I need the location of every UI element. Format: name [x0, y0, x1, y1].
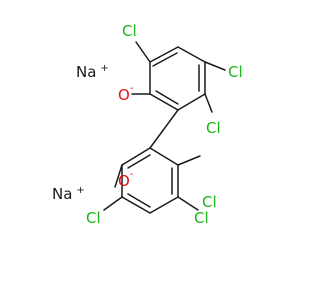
molecule-diagram: Cl Cl Cl O- Na+ O- Na+ Cl Cl Cl — [52, 22, 243, 227]
lower-ring — [121, 147, 179, 214]
oxygen-label-top: O- — [118, 83, 134, 104]
upper-substituents — [131, 41, 226, 149]
chlorine-label-b1: Cl — [202, 193, 217, 211]
chlorine-label-b3: Cl — [194, 209, 209, 227]
sodium-label-bottom: Na+ — [52, 185, 85, 203]
chlorine-label-mid: Cl — [206, 119, 221, 137]
upper-ring — [149, 46, 206, 111]
lower-substituents — [103, 155, 201, 211]
structure-svg: Cl Cl Cl O- Na+ O- Na+ Cl Cl Cl — [52, 22, 243, 227]
chlorine-label-right: Cl — [228, 63, 243, 81]
chlorine-label-b2: Cl — [86, 209, 101, 227]
chlorine-label-top: Cl — [122, 22, 137, 40]
oxygen-label-bottom: O- — [118, 169, 134, 190]
sodium-label-top: Na+ — [76, 63, 109, 81]
